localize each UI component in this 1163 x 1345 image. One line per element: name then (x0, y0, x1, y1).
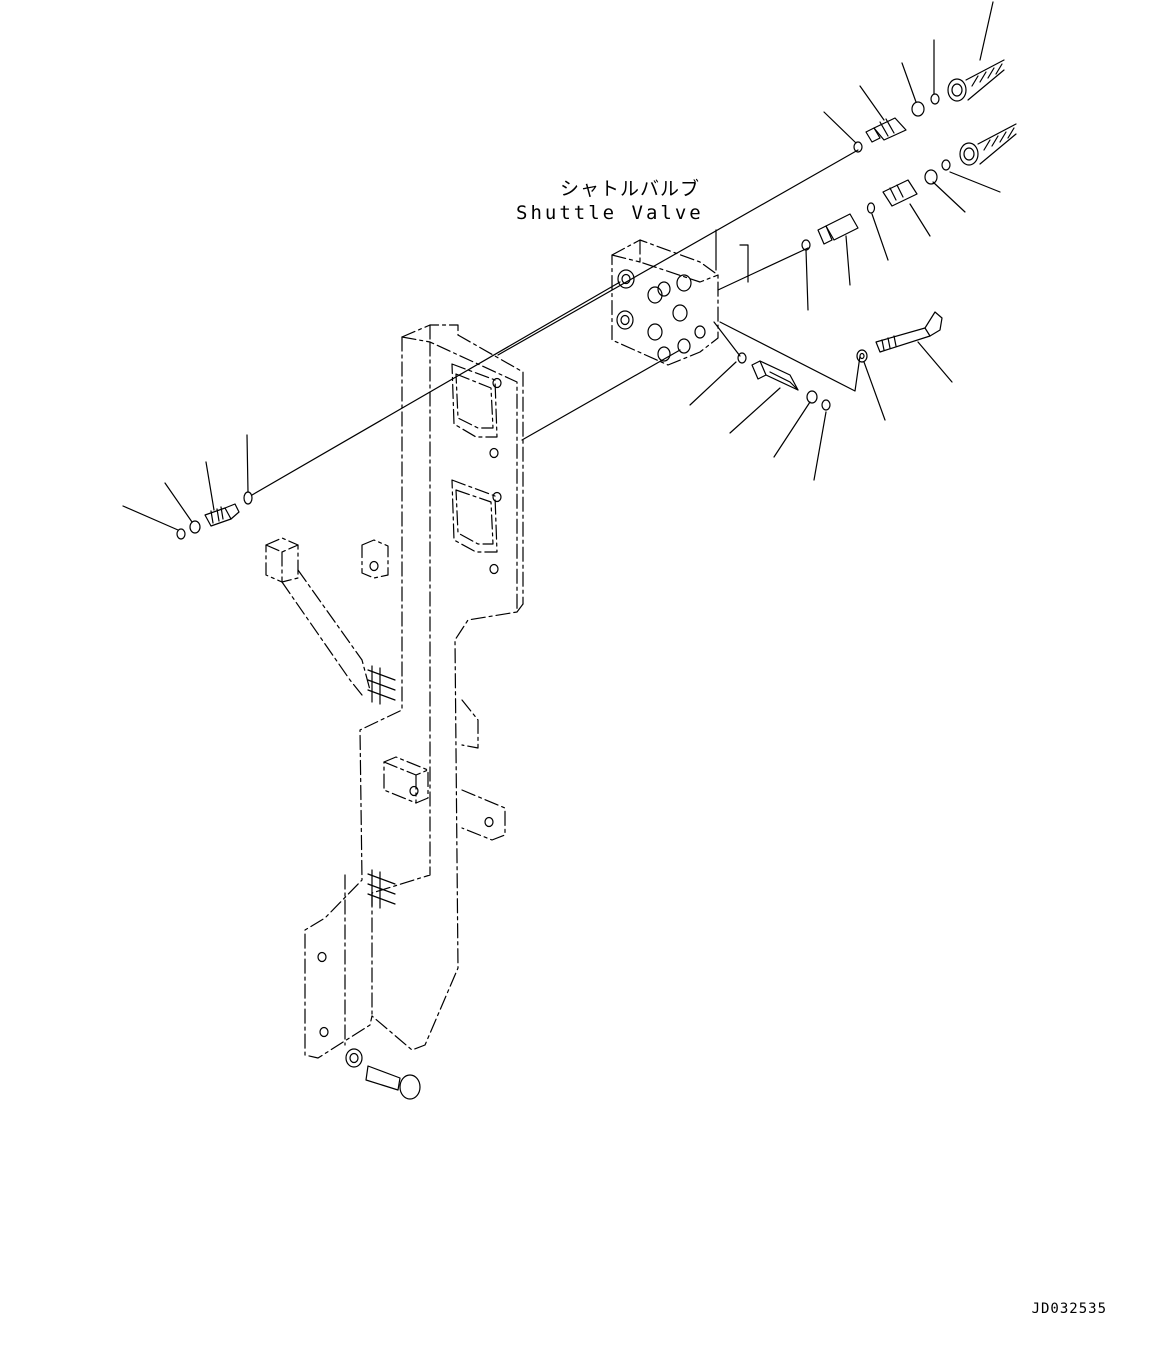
fitting-left (177, 492, 252, 539)
fitting-middle-right (802, 160, 950, 250)
assembly-lines (252, 150, 860, 495)
bracket-arm (266, 538, 505, 840)
bracket-windows (452, 364, 497, 552)
shuttle-valve-block (612, 240, 718, 365)
bracket-frame (305, 325, 523, 1058)
fitting-lower-right (738, 353, 830, 410)
drawing-id: JD032535 (1031, 1301, 1107, 1317)
bolt-right (857, 312, 942, 362)
callout-lines (123, 2, 1000, 530)
shuttle-valve-label-en: Shuttle Valve (516, 202, 704, 224)
cable-ties (368, 666, 395, 908)
bracket-holes (318, 379, 501, 1037)
fitting-upper-right (854, 60, 1016, 165)
bolt-bottom (346, 1049, 420, 1099)
shuttle-valve-ports (617, 270, 705, 361)
shuttle-valve-label-jp: シャトルバルブ (560, 178, 701, 200)
